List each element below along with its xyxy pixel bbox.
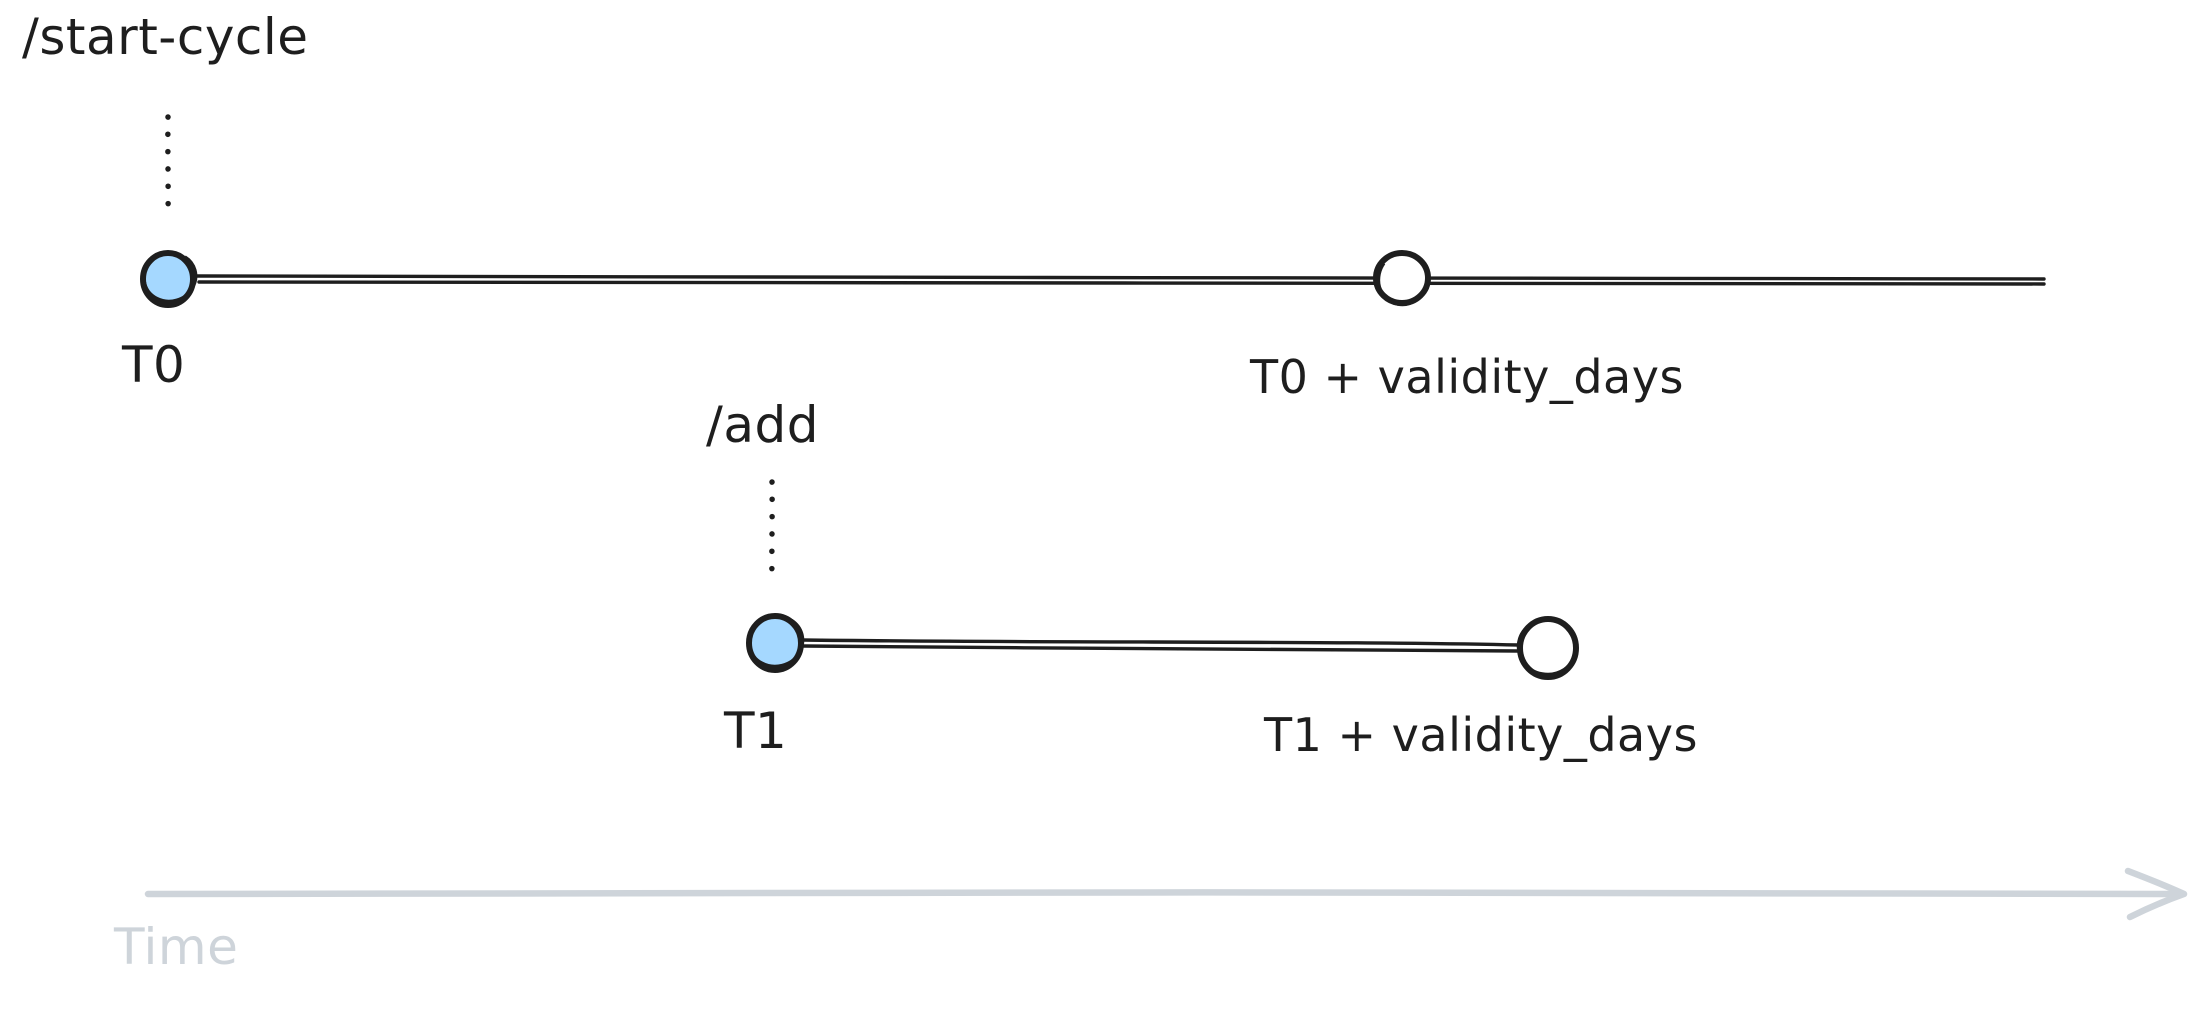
t1-point-marker-overdraw <box>747 614 805 668</box>
timeline-1-line <box>195 274 2046 281</box>
t0-validity-label: T0 + validity_days <box>1250 350 1684 404</box>
time-axis-label: Time <box>114 918 239 976</box>
timeline-1-line-overdraw <box>197 280 2046 286</box>
t0-point-marker-overdraw <box>142 251 198 303</box>
timeline-2-line-overdraw <box>801 644 1520 653</box>
add-command-label: /add <box>706 396 819 454</box>
start-cycle-command-label: /start-cycle <box>22 8 309 66</box>
t0-validity-point-marker-overdraw <box>1377 251 1429 307</box>
time-axis-arrowhead-icon <box>2124 867 2188 921</box>
t1-validity-point-marker-overdraw <box>1516 618 1578 676</box>
t1-validity-label: T1 + validity_days <box>1264 708 1698 762</box>
time-axis-arrow-shaft <box>144 888 2186 898</box>
t1-point-marker <box>746 613 804 673</box>
t1-label: T1 <box>724 702 788 760</box>
t0-label: T0 <box>122 336 186 394</box>
timeline-2-line <box>800 638 1521 647</box>
